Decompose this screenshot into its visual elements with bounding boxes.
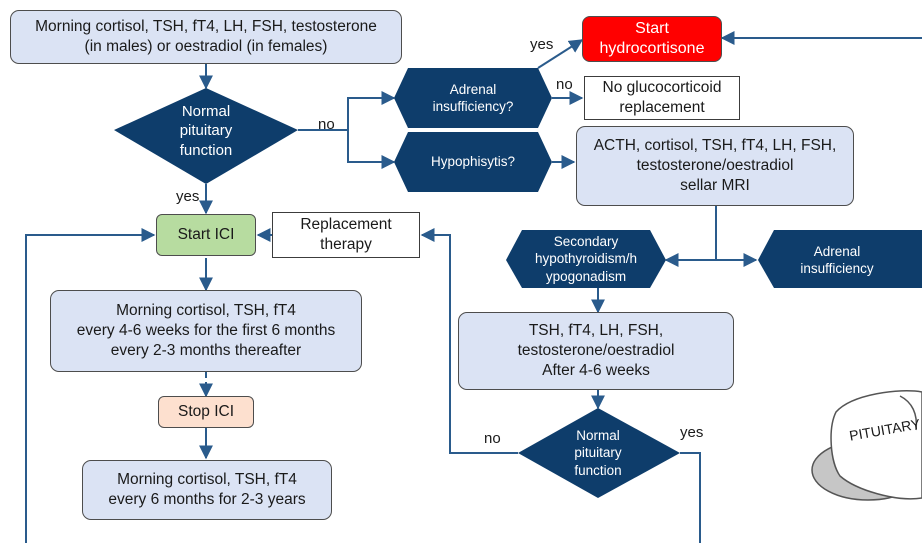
connector-lines: [25, 31, 922, 543]
long-term-monitoring-box: Morning cortisol, TSH, fT4 every 6 month…: [82, 460, 332, 520]
adrenal-insufficiency-label: Adrenal insufficiency: [800, 243, 874, 276]
adrenal-insufficiency-q-label: Adrenal insufficiency?: [432, 81, 514, 114]
initial-tests-box: Morning cortisol, TSH, fT4, LH, FSH, tes…: [10, 10, 402, 64]
hypophysitis-tests-box: ACTH, cortisol, TSH, fT4, LH, FSH, testo…: [576, 126, 854, 206]
pituitary-logo: [811, 390, 922, 501]
hypophysitis-q-label: Hypophisytis?: [430, 154, 516, 170]
start-ici-box: Start ICI: [156, 214, 256, 256]
hexagon-hypophysitis-q: [394, 132, 552, 192]
decision-diamond-1: [114, 88, 298, 184]
hexagon-secondary-hypothyroidism: [506, 230, 666, 288]
label-yes-pituitary-2: yes: [680, 424, 704, 441]
start-hydrocortisone-box: Start hydrocortisone: [582, 16, 722, 62]
decision-1-label: Normal pituitary function: [179, 103, 233, 159]
label-no-pituitary-2: no: [484, 430, 501, 447]
decision-diamond-2: [518, 408, 680, 498]
monitoring-box: Morning cortisol, TSH, fT4 every 4-6 wee…: [50, 290, 362, 372]
no-glucocorticoid-box: No glucocorticoid replacement: [584, 76, 740, 120]
hexagon-adrenal-insufficiency-q: [394, 68, 552, 128]
decision-2-label: Normal pituitary function: [574, 428, 622, 478]
replacement-therapy-box: Replacement therapy: [272, 212, 420, 258]
stop-ici-box: Stop ICI: [158, 396, 254, 428]
label-yes-hydrocortisone: yes: [530, 36, 554, 53]
label-yes-pituitary-1: yes: [176, 188, 200, 205]
label-no-pituitary-1: no: [318, 116, 335, 133]
label-no-glucocorticoid: no: [556, 76, 573, 93]
hexagon-adrenal-insufficiency: [758, 230, 922, 288]
retest-box: TSH, fT4, LH, FSH, testosterone/oestradi…: [458, 312, 734, 390]
secondary-hypothyroidism-label: Secondary hypothyroidism/h ypogonadism: [534, 234, 638, 284]
